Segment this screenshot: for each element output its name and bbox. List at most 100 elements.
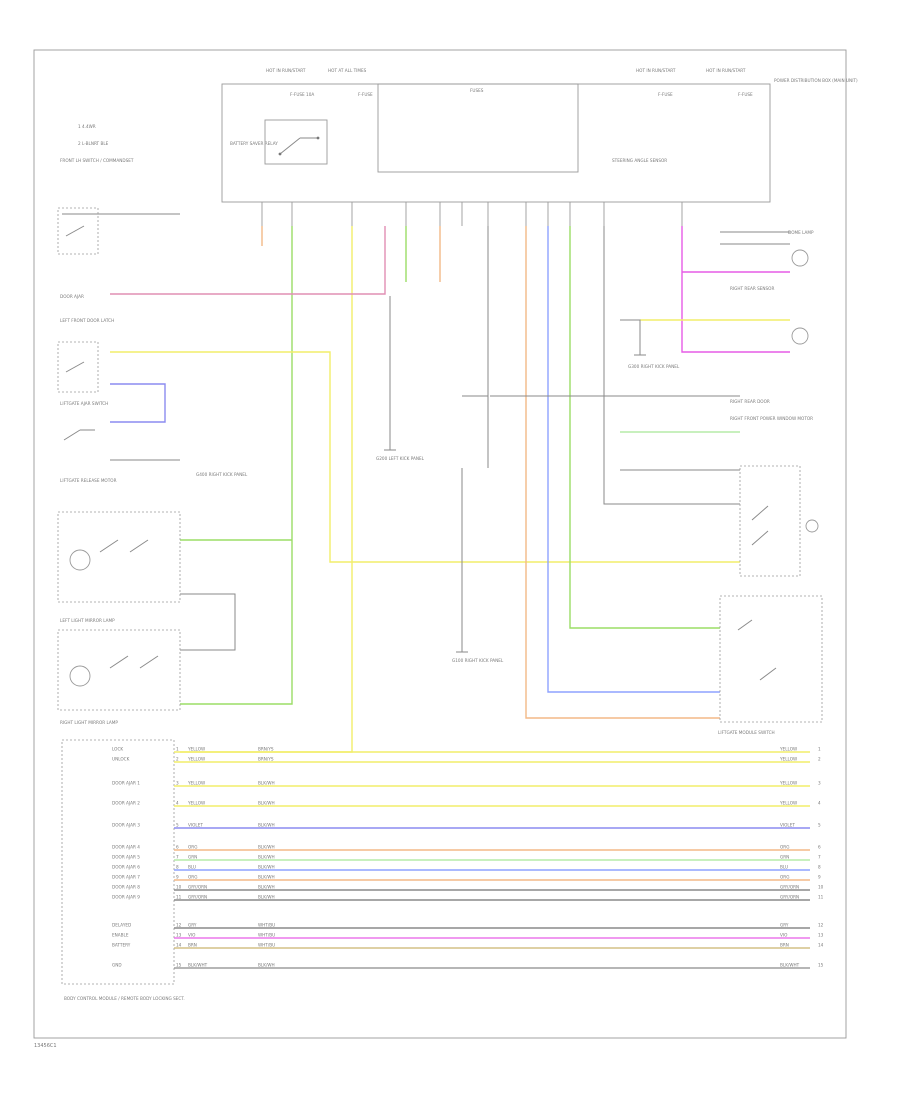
bus-color-label-right: VIOLET [780,823,795,828]
bus-color-label: YELLOW [187,801,205,806]
bus-signal-label: DOOR AJAR 4 [112,845,140,850]
diagram-code: 13456C1 [34,1043,57,1049]
fuse-label-a: F-FUSE 10A [290,92,314,97]
bus-pin-label: 4 [176,801,179,806]
fuse-center-block [377,83,579,173]
bus-signal-label: DOOR AJAR 5 [112,855,140,860]
bus-pin-label: 15 [176,963,182,968]
wire-violet-left [110,383,166,423]
liftgate-switch: LIFTGATE AJAR SWITCH [60,401,108,441]
svg-text:G400 RIGHT KICK PANEL: G400 RIGHT KICK PANEL [196,472,248,477]
body-control-module: BODY CONTROL MODULE / REMOTE BODY LOCKIN… [61,739,185,1001]
bus-color-label: VIO [188,933,196,938]
ground-g300: G300 RIGHT KICK PANEL [628,345,680,369]
bus-color-label-right: GRY/ORN [780,885,799,890]
pdb-terminals [261,202,683,226]
bus-pin-label-right: 11 [818,895,824,900]
bus-color-label-right: VIO [780,933,788,938]
bus-pin-label-right: 9 [818,875,821,880]
header-right-a: HOT IN RUN/START [636,68,676,73]
steering-sensor-label: STEERING ANGLE SENSOR [612,158,667,163]
bus-color-label: ORG [188,875,197,880]
bus-pin-label-right: 8 [818,865,821,870]
power-distribution-box [221,83,771,203]
bus-signal-label: DOOR AJAR 3 [112,823,140,828]
diagram-frame [33,49,847,1039]
wire-green-mid [569,226,720,629]
wire-pink [110,226,386,295]
bus-pin-label-right: 3 [818,781,821,786]
bus-pin-label-right: 13 [818,933,824,938]
svg-text:G300 RIGHT KICK PANEL: G300 RIGHT KICK PANEL [628,364,680,369]
dome-lamp: DOME LAMP [788,230,814,267]
bus-color-label: GRN [188,855,197,860]
bus-circuit-label: BLK/WH [258,845,275,850]
bus-circuit-label: BRN/YS [258,747,274,752]
bus-signal-label: DOOR AJAR 8 [112,885,140,890]
bus-signal-label: LOCK [112,747,123,752]
svg-text:LIFTGATE RELEASE MOTOR: LIFTGATE RELEASE MOTOR [60,478,117,483]
bus-color-label-right: ORG [780,875,789,880]
svg-text:LEFT LIGHT MIRROR LAMP: LEFT LIGHT MIRROR LAMP [60,618,115,623]
bus-color-label-right: GRY/ORN [780,895,799,900]
bus-pin-label-right: 14 [818,943,824,948]
bus-pin-label: 6 [176,845,179,850]
bus-color-label-right: YELLOW [779,757,797,762]
bus-pin-label: 3 [176,781,179,786]
ground-g400: G400 RIGHT KICK PANEL [196,472,248,477]
bus-pin-label: 2 [176,757,179,762]
bus-color-label: GRY/ORN [188,885,207,890]
right-mirror-lamp-label: RIGHT LIGHT MIRROR LAMP [60,720,118,725]
bus-circuit-label: WHT/BU [258,923,275,928]
bus-circuit-label: BLK/WH [258,895,275,900]
bus-pin-label: 9 [176,875,179,880]
header-left-a: HOT IN RUN/START [266,68,306,73]
bus-pin-label: 14 [176,943,182,948]
bus-color-label-right: YELLOW [779,801,797,806]
svg-text:RIGHT REAR DOOR: RIGHT REAR DOOR [730,399,770,404]
bus-signal-label: DOOR AJAR 7 [112,875,140,880]
bus-color-label-right: BLU [780,865,788,870]
bus-signal-label: GND [112,963,122,968]
bus-pin-label: 7 [176,855,179,860]
fuse-label-d: F-FUSE [738,92,753,97]
right-box-label: POWER DISTRIBUTION BOX (MAIN UNIT) [774,78,858,83]
svg-text:G100 RIGHT KICK PANEL: G100 RIGHT KICK PANEL [452,658,504,663]
ground-g100: G100 RIGHT KICK PANEL [452,640,504,663]
bus-circuit-label: BLK/WH [258,875,275,880]
bus-signal-label: UNLOCK [112,757,130,762]
bus-color-label: ORG [188,845,197,850]
bus-color-label-right: ORG [780,845,789,850]
wire-yellow-main [180,226,353,753]
bus-pin-label: 12 [176,923,182,928]
fuse-center-label: FUSES [470,88,484,93]
bus-pin-label-right: 1 [818,747,821,752]
svg-text:FRONT LH SWITCH / COMMANDSET: FRONT LH SWITCH / COMMANDSET [60,158,134,163]
bus-pin-label-right: 7 [818,855,821,860]
bus-color-label: YELLOW [187,757,205,762]
wire-green-main [180,226,293,705]
fuse-label-b: F-FUSE [358,92,373,97]
bus-circuit-label: BLK/WH [258,801,275,806]
bus-color-label: BRN [188,943,197,948]
door-ajar-label: DOOR AJAR [60,294,84,299]
battery-saver-relay-label: BATTERY SAVER RELAY [230,141,278,146]
bus-color-label-right: GRN [780,855,789,860]
bus-color-label: YELLOW [187,747,205,752]
svg-text:G200 LEFT KICK PANEL: G200 LEFT KICK PANEL [376,456,425,461]
bus-signal-label: BATTERY [112,943,131,948]
header-right-b: HOT IN RUN/START [706,68,746,73]
bus-pin-label: 1 [176,747,179,752]
wire-orange-1 [525,226,720,719]
bus-signal-label: DOOR AJAR 9 [112,895,140,900]
ground-g200: G200 LEFT KICK PANEL [376,440,425,461]
bus-pin-label-right: 4 [818,801,821,806]
bus-circuit-label: BLK/WH [258,781,275,786]
left-mirror-lamp: LEFT LIGHT MIRROR LAMP [57,618,181,711]
right-sensor: RIGHT REAR SENSOR [730,286,809,345]
bus-pin-label-right: 2 [818,757,821,762]
bus-color-label-right: BRN [780,943,789,948]
svg-text:LIFTGATE AJAR SWITCH: LIFTGATE AJAR SWITCH [60,401,108,406]
bus-circuit-label: BLK/WH [258,963,275,968]
